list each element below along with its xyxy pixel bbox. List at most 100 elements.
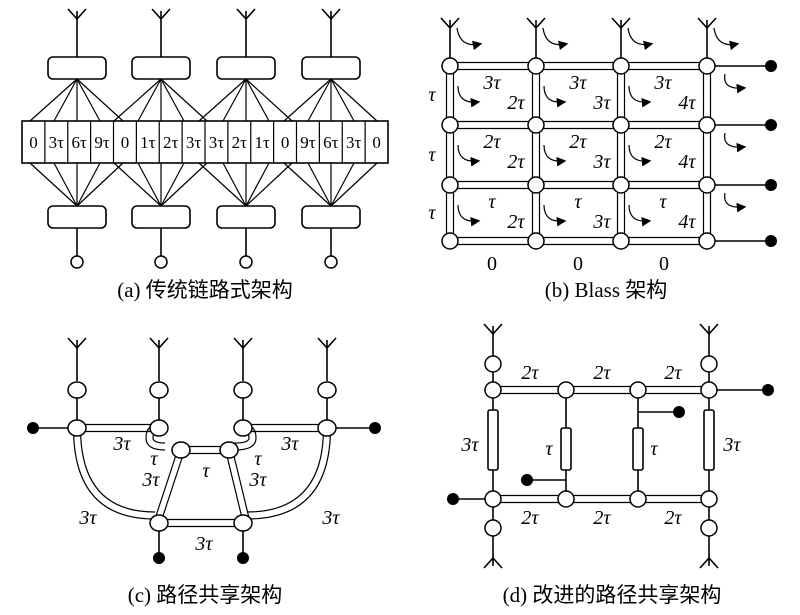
delay-cell-label: 6τ <box>72 133 88 152</box>
coupler-node <box>698 116 716 134</box>
antenna-b-2 <box>526 17 546 60</box>
port-c-4 <box>237 552 249 564</box>
coupling-arrow <box>724 73 747 94</box>
cell-top-label: 2τ <box>654 131 672 153</box>
antenna-c-3 <box>233 337 253 420</box>
node-c-5 <box>171 441 191 459</box>
coupling-arrow <box>543 144 567 167</box>
label-c-1: 3τ <box>112 433 131 455</box>
cell-top-label: τ <box>659 191 667 213</box>
label-d-6: τ <box>650 438 658 460</box>
col-label-1: 0 <box>487 253 497 275</box>
chain-3 <box>198 8 293 269</box>
label-d-7: 3τ <box>722 434 741 456</box>
label-c-3: τ <box>202 460 210 482</box>
label-d-5: τ <box>545 438 553 460</box>
panel-d: 2τ 2τ 2τ 3τ τ τ 3τ 2τ 2τ 2τ (d) 改进的路径共享架… <box>447 323 774 607</box>
node-c-7 <box>149 514 169 532</box>
port-b-1 <box>765 60 777 72</box>
cell-bottom-label: 3τ <box>592 151 611 173</box>
label-d-3: 2τ <box>664 362 682 384</box>
cell-bottom-label: 3τ <box>592 92 611 114</box>
label-d-1: 2τ <box>521 362 539 384</box>
node-d-7 <box>629 490 647 508</box>
cell-bottom-label: 4τ <box>678 92 696 114</box>
delay-cell-label: 1τ <box>140 133 156 152</box>
resistor-d-3 <box>632 427 644 471</box>
coupler-node <box>527 232 545 250</box>
coupler-node <box>612 57 630 75</box>
coupling-arrow <box>457 85 481 108</box>
caption-b: (b) Blass 架构 <box>545 278 668 302</box>
delay-cell-label: 3τ <box>346 133 362 152</box>
antenna-d-bot-2 <box>699 506 719 569</box>
delay-cell-label: 0 <box>29 133 38 152</box>
coupling-arrow <box>457 144 481 167</box>
label-d-9: 2τ <box>593 507 611 529</box>
delay-cell-label: 2τ <box>232 133 248 152</box>
port-c-2 <box>369 422 381 434</box>
cell-bottom-label: 4τ <box>678 211 696 233</box>
node-c-6 <box>219 441 239 459</box>
coupling-arrow <box>724 132 747 153</box>
transmission-lines <box>36 423 372 553</box>
coupler-node <box>698 232 716 250</box>
label-c-7: 3τ <box>248 469 267 491</box>
port-d-4 <box>521 474 533 486</box>
cell-top-label: τ <box>574 191 582 213</box>
delay-cell-label: 3τ <box>209 133 225 152</box>
port-b-4 <box>765 235 777 247</box>
coupler-node <box>612 116 630 134</box>
port-d-1 <box>762 384 774 396</box>
coupler-node <box>527 57 545 75</box>
node-d-8 <box>700 490 718 508</box>
label-d-2: 2τ <box>593 362 611 384</box>
coupling-arrow <box>628 85 652 108</box>
delay-cell-label: 0 <box>281 133 290 152</box>
coupling-arrow <box>456 27 483 51</box>
col-label-3: 0 <box>659 253 669 275</box>
coupler-node <box>441 57 459 75</box>
delay-cell-label: 1τ <box>255 133 271 152</box>
label-d-10: 2τ <box>664 507 682 529</box>
node-d-5 <box>484 490 502 508</box>
label-c-9: 3τ <box>321 507 340 529</box>
label-c-5: 3τ <box>280 433 299 455</box>
row-label-3: τ <box>428 202 436 224</box>
port-b-3 <box>765 179 777 191</box>
cell-bottom-label: 3τ <box>592 211 611 233</box>
panel-c: 3τ τ τ τ 3τ 3τ 3τ 3τ 3τ 3τ (c) 路径共享架构 <box>27 337 381 607</box>
chain-2 <box>113 8 208 269</box>
label-c-2: τ <box>150 448 158 470</box>
antenna-b-1 <box>440 17 460 60</box>
resistor-d-4 <box>703 409 715 471</box>
delay-cell-label: 6τ <box>323 133 339 152</box>
node-c-2 <box>149 419 169 437</box>
antenna-b-4 <box>697 17 717 60</box>
cell-bottom-label: 4τ <box>678 151 696 173</box>
cell-top-label: 3τ <box>568 72 587 94</box>
antenna-d-bot-1 <box>483 506 503 569</box>
label-c-8: 3τ <box>78 507 97 529</box>
label-d-4: 3τ <box>460 434 479 456</box>
coupling-arrow <box>713 27 740 51</box>
coupler-node <box>698 57 716 75</box>
coupler-node <box>612 176 630 194</box>
coupler-node <box>527 176 545 194</box>
resistor-d-2 <box>560 427 572 471</box>
chain-1 <box>29 8 124 269</box>
node-d-2 <box>557 381 575 399</box>
delay-cell-label: 9τ <box>94 133 110 152</box>
row-label-2: τ <box>428 144 436 166</box>
coupling-arrow <box>543 204 567 227</box>
antenna-d-top-1 <box>483 323 503 382</box>
cell-top-label: 2τ <box>569 131 587 153</box>
col-label-2: 0 <box>573 253 583 275</box>
port-c-3 <box>153 552 165 564</box>
node-d-4 <box>700 381 718 399</box>
cell-bottom-label: 2τ <box>507 151 525 173</box>
node-d-3 <box>629 381 647 399</box>
label-c-10: 3τ <box>194 533 213 555</box>
